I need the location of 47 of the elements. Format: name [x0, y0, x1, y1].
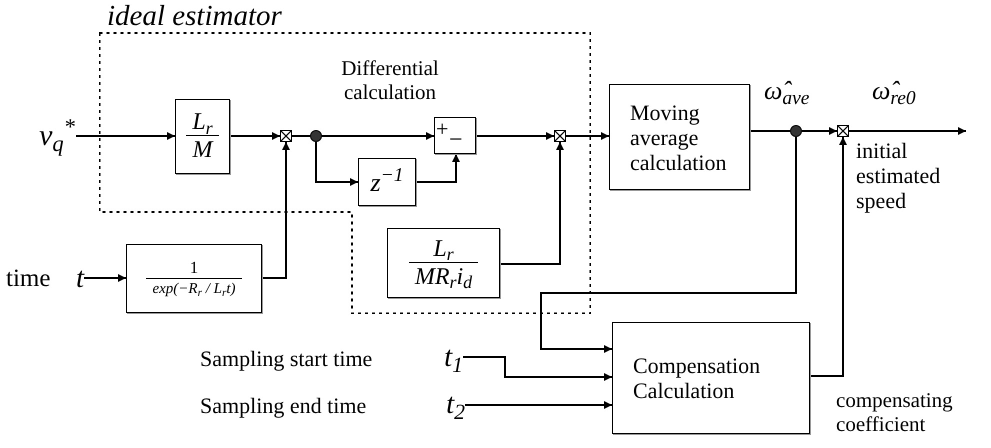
output-caption: initial estimated speed	[856, 138, 942, 215]
signal-arrow	[84, 274, 126, 282]
signal-arrow	[802, 127, 837, 135]
signal-label: ω̂$_{re0}$	[872, 78, 917, 111]
denominator: exp(−R$_{r}$ / L$_{r}$t)	[152, 280, 236, 299]
summing-block	[434, 117, 476, 154]
estimator-region	[99, 5, 591, 314]
transfer-function-block	[126, 244, 262, 313]
process-block: Compensation Calculation	[612, 322, 810, 434]
process-block: Moving average calculation	[609, 84, 750, 190]
signal-arrow	[262, 142, 290, 279]
signal-symbol: t$_{1}$	[444, 340, 463, 379]
signal-arrow	[416, 154, 460, 183]
signal-name: Sampling start time	[200, 344, 372, 373]
signal-name: time	[6, 264, 50, 294]
signal-arrow	[463, 356, 612, 381]
signal-symbol: t	[76, 261, 84, 296]
plus-sign: +	[436, 118, 448, 140]
process-block: z$^{−1}$	[358, 158, 416, 206]
signal-arrow	[465, 401, 612, 409]
signal-arrow	[76, 132, 175, 140]
multiplier-block	[554, 130, 566, 142]
signal-arrow	[500, 142, 564, 265]
signal-label: ω̂$_{ave}$	[764, 78, 810, 111]
signal-arrow	[540, 137, 797, 353]
signal-name: Sampling end time	[200, 392, 366, 420]
multiplier-block	[837, 125, 849, 137]
signal-arrow	[322, 132, 434, 140]
block-caption: Differential calculation	[340, 56, 440, 106]
signal-arrow	[230, 132, 280, 140]
transfer-function-block	[387, 228, 500, 298]
signal-arrow	[476, 132, 554, 140]
multiplier-block	[280, 130, 292, 142]
signal-arrow	[849, 127, 966, 135]
minus-sign: −	[449, 128, 463, 152]
numerator: L$_{r}$	[192, 109, 213, 135]
denominator: M	[192, 136, 212, 164]
transfer-function-block	[175, 99, 230, 174]
signal-symbol: t$_{2}$	[446, 387, 465, 426]
region-title: ideal estimator	[107, 0, 282, 33]
output-caption: compensating coefficient	[836, 388, 954, 438]
signal-arrow	[315, 142, 358, 186]
numerator: 1	[190, 258, 198, 278]
numerator: L$_{r}$	[433, 236, 454, 262]
denominator: MR$_{r}$i$_{d}$	[414, 262, 472, 290]
signal-arrow	[566, 132, 609, 140]
signal-arrow	[810, 137, 847, 377]
